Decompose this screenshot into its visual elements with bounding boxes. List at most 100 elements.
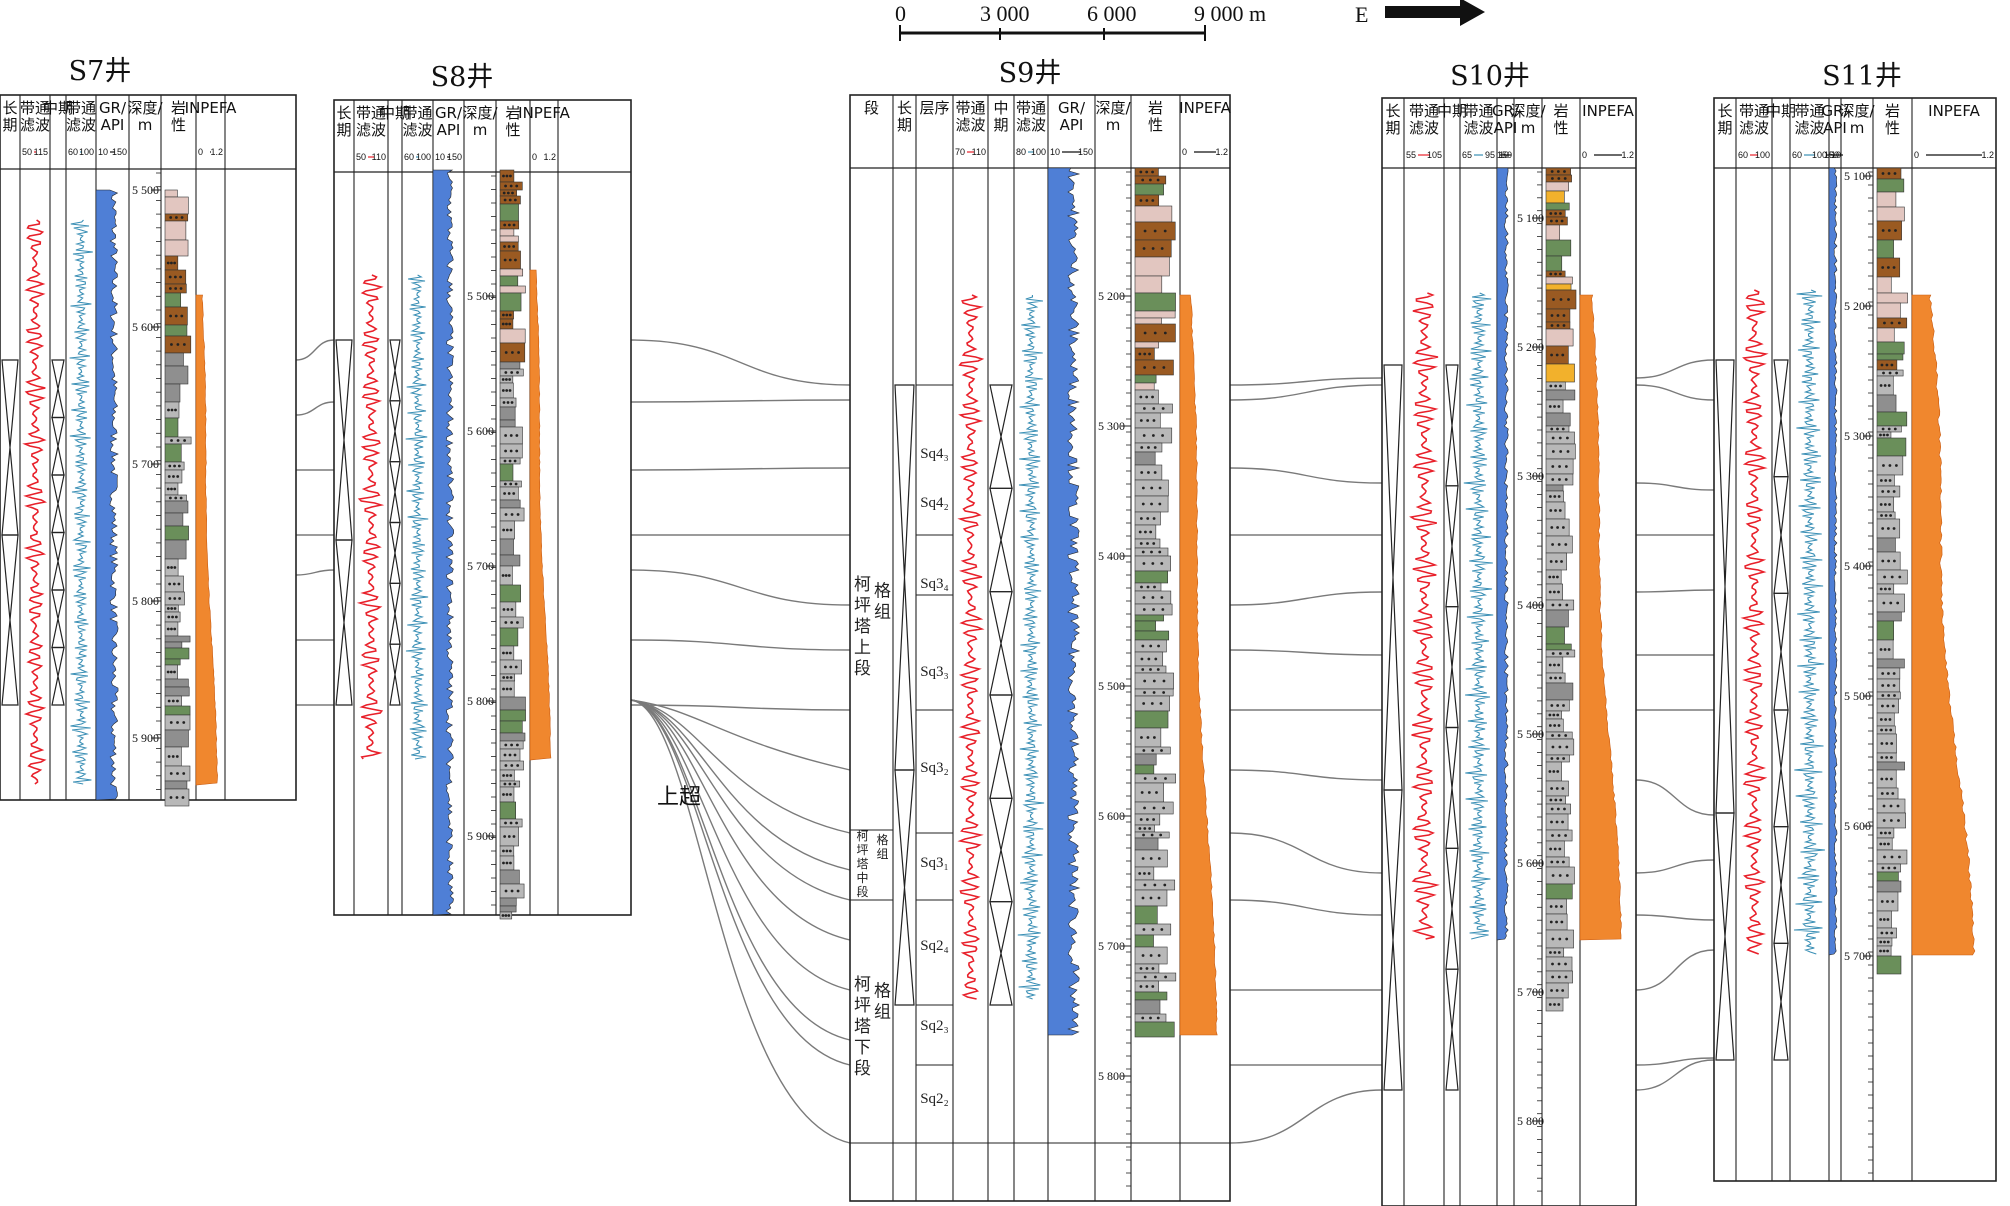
grain-dot: [1884, 479, 1888, 482]
grain-dot: [1883, 842, 1887, 846]
grain-dot: [505, 322, 508, 326]
grain-dot: [167, 755, 171, 758]
grain-dot: [1558, 465, 1561, 468]
grain-dot: [173, 597, 177, 600]
grain-dot: [504, 914, 508, 917]
grain-dot: [1152, 806, 1156, 810]
grain-dot: [175, 755, 179, 758]
grain-dot: [504, 574, 508, 577]
formation-label: 组: [876, 847, 888, 861]
correlation-line: [1635, 482, 1715, 491]
grain-dot: [1881, 684, 1885, 687]
grain-dot: [1563, 177, 1567, 180]
grain-dot: [1879, 648, 1883, 651]
grain-dot: [517, 351, 520, 354]
sequence-label: Sq2₄: [920, 938, 949, 954]
grain-dot: [1555, 219, 1559, 223]
column-header: m: [1521, 119, 1536, 137]
grain-dot: [177, 582, 181, 586]
well-frame: [333, 99, 632, 916]
lith-bed: [499, 732, 526, 742]
right-arrow-icon: [1385, 0, 1485, 26]
lith-bed: [1876, 955, 1902, 975]
column-header: 性: [505, 121, 520, 139]
grain-dot: [504, 513, 508, 516]
grain-dot: [166, 670, 170, 674]
column-header: 滤波: [1739, 119, 1769, 137]
range-min: 0: [532, 152, 537, 162]
grain-dot: [1151, 247, 1155, 250]
grain-dot: [1887, 490, 1890, 493]
grain-dot: [1561, 989, 1565, 992]
mid-cycle-symbol: [1773, 942, 1789, 1061]
column-header: 带通: [402, 104, 432, 122]
lith-bed: [499, 406, 516, 421]
grain-dot: [1561, 526, 1565, 529]
column-header: API: [101, 116, 125, 134]
lith-bed: [499, 268, 524, 277]
grain-dot: [1142, 596, 1146, 599]
column-header: INPEFA: [1582, 102, 1634, 120]
grain-dot: [1554, 509, 1557, 512]
grain-dot: [173, 464, 176, 468]
grain-dot: [1886, 940, 1890, 944]
lith-bed: [1134, 292, 1176, 312]
lith-bed: [1134, 256, 1170, 277]
formation-label: 塔: [856, 857, 868, 871]
grain-dot: [1143, 229, 1147, 233]
grain-dot: [1554, 272, 1557, 276]
grain-dot: [170, 566, 173, 569]
well-title: S9井: [999, 58, 1062, 89]
grain-dot: [1157, 954, 1161, 957]
correlation-line: [1635, 359, 1715, 379]
range-min: 60: [68, 147, 78, 157]
grain-dot: [1557, 834, 1561, 837]
lith-bed: [1545, 190, 1565, 204]
lith-bed: [499, 696, 526, 711]
grain-dot: [1892, 266, 1896, 269]
sequence-label: Sq3₃: [920, 664, 949, 680]
depth-label: 5 900: [467, 829, 494, 843]
range-min: 0: [1582, 150, 1587, 160]
range-min: 10: [1050, 147, 1060, 157]
grain-dot: [1559, 450, 1563, 453]
grain-dot: [1562, 757, 1566, 760]
grain-dot: [1156, 1016, 1160, 1020]
grain-dot: [502, 861, 505, 865]
lith-bed: [1134, 999, 1161, 1015]
grain-dot: [504, 821, 507, 825]
lith-bed: [1876, 327, 1895, 343]
grain-dot: [1158, 550, 1162, 554]
column-header: m: [473, 121, 488, 139]
grain-dot: [1162, 691, 1166, 694]
grain-dot: [508, 389, 512, 392]
grain-dot: [1157, 857, 1161, 860]
column-header: 带通: [1463, 102, 1493, 120]
grain-dot: [1881, 266, 1885, 269]
range-max: 115: [34, 147, 48, 157]
column-header: 期: [1717, 119, 1732, 137]
grain-dot: [504, 743, 508, 747]
column-header: INPEFA: [518, 104, 570, 122]
lith-bed: [1876, 437, 1907, 457]
grain-dot: [1558, 509, 1562, 512]
grain-dot: [1895, 371, 1899, 375]
grain-dot: [1153, 446, 1157, 449]
onlap-label: 上超: [657, 785, 701, 810]
grain-dot: [1550, 526, 1554, 529]
grain-dot: [166, 566, 170, 569]
lith-bed: [499, 709, 526, 722]
grain-dot: [1879, 503, 1883, 506]
grain-dot: [1551, 543, 1554, 546]
grain-dot: [1894, 229, 1897, 232]
grain-dot: [1153, 229, 1157, 233]
grain-dot: [1893, 694, 1896, 697]
grain-dot: [1553, 724, 1557, 727]
column-header: m: [1106, 116, 1121, 134]
grain-dot: [1163, 331, 1167, 335]
lith-bed: [499, 285, 526, 294]
grain-dot: [1554, 384, 1558, 388]
